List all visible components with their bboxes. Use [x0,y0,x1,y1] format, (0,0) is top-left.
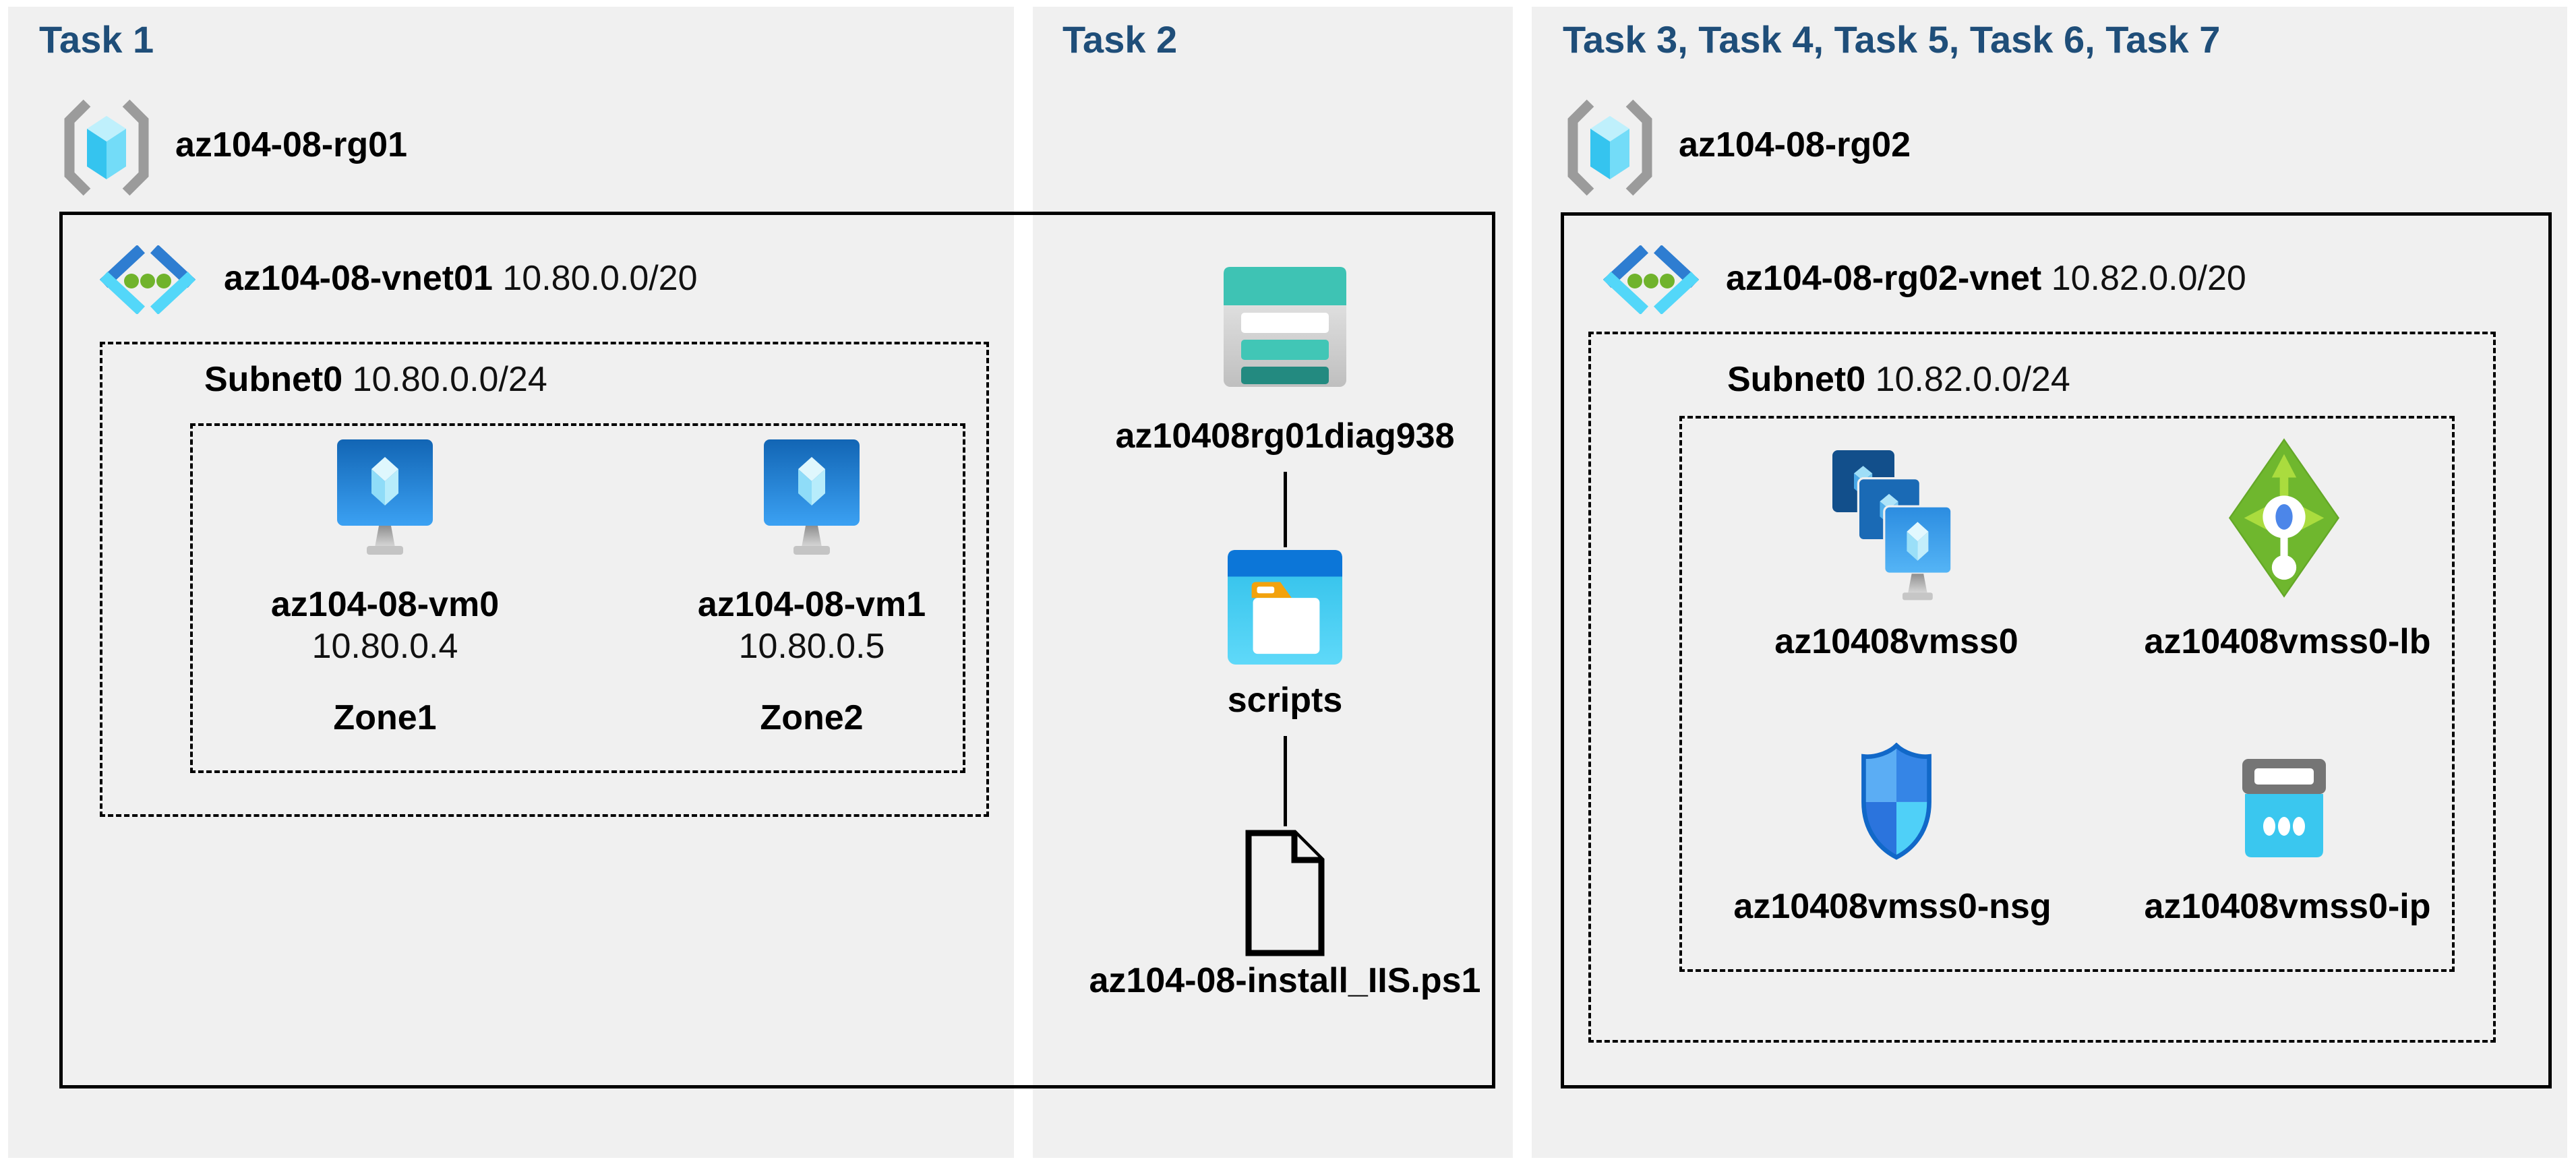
resource-group-icon [59,98,154,197]
blob-container-folder-icon [1228,550,1342,665]
network-security-group-icon [1856,742,1937,860]
virtual-network-icon [98,244,197,315]
vm1-zone: Zone2 [760,698,864,737]
storage-account-icon [1224,267,1346,387]
connector-scripts-file [1284,736,1287,826]
virtual-machine-icon [334,439,436,559]
script-file-icon [1243,828,1327,958]
vnet1-label: az104-08-vnet01 10.80.0.0/20 [224,259,698,299]
nsg-name: az10408vmss0-nsg [1733,887,2051,926]
task2-title: Task 2 [1062,18,1178,61]
vm-zone-box [190,423,965,773]
vmss-name: az10408vmss0 [1774,622,2018,661]
resource-group-icon [1563,98,1657,197]
subnet2-name: Subnet0 [1727,360,1866,399]
virtual-network-icon [1602,244,1700,315]
vmss-resources-box [1679,416,2455,972]
task3-7-title: Task 3, Task 4, Task 5, Task 6, Task 7 [1563,18,2221,61]
virtual-machine-icon [761,439,862,559]
vm-scale-set-icon [1827,450,1962,604]
public-ip-icon [2237,759,2331,857]
subnet2-cidr: 10.82.0.0/24 [1875,360,2070,399]
resource-group-name: az104-08-rg01 [175,125,407,164]
task1-title: Task 1 [39,18,154,61]
subnet2-box [1588,332,2496,1043]
task1-panel [8,7,1014,1158]
storage-account-name: az10408rg01diag938 [1115,417,1455,456]
vm0-name: az104-08-vm0 [270,585,500,624]
subnet1-box [100,342,989,817]
vm0-zone: Zone1 [333,698,437,737]
vm1-ip: 10.80.0.5 [738,627,885,666]
vnet2-label: az104-08-rg02-vnet 10.82.0.0/20 [1726,259,2246,299]
task3-7-panel [1532,7,2567,1158]
load-balancer-name: az10408vmss0-lb [2144,622,2431,661]
public-ip-name: az10408vmss0-ip [2144,887,2431,926]
connector-storage-scripts [1284,472,1287,547]
vnet2-cidr: 10.82.0.0/20 [2051,259,2246,298]
subnet1-name: Subnet0 [204,360,343,399]
vnet1-boundary-box [59,212,1495,1088]
vnet1-cidr: 10.80.0.0/20 [502,259,698,298]
load-balancer-icon [2228,438,2340,598]
vnet2-name: az104-08-rg02-vnet [1726,259,2042,298]
vnet2-boundary-box [1561,212,2552,1088]
resource-group2-name: az104-08-rg02 [1679,125,1911,164]
vnet1-name: az104-08-vnet01 [224,259,493,298]
script-file-name: az104-08-install_IIS.ps1 [1089,961,1481,1000]
subnet2-label: Subnet0 10.82.0.0/24 [1727,360,2070,400]
subnet1-cidr: 10.80.0.0/24 [352,360,547,399]
scripts-container-name: scripts [1227,681,1343,720]
vm1-name: az104-08-vm1 [697,585,926,624]
vm0-ip: 10.80.0.4 [311,627,458,666]
subnet1-label: Subnet0 10.80.0.0/24 [204,360,547,400]
